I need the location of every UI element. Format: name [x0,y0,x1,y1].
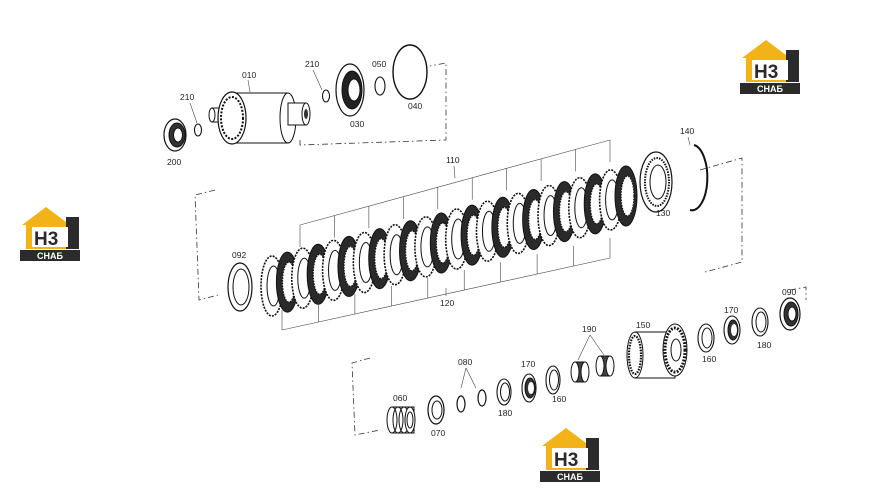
label-180-left: 180 [498,408,512,418]
spring-060[interactable] [386,406,416,434]
house-logo-icon: H3 СНАБ [740,40,800,94]
leader-lines [189,69,691,389]
label-170-left: 170 [521,359,535,369]
label-080: 080 [458,357,472,367]
bearing-200[interactable] [163,118,187,152]
label-160-left: 160 [552,394,566,404]
brand-logo-left: H3 СНАБ [18,203,82,263]
washer-160-left[interactable] [545,365,561,395]
label-200: 200 [167,157,181,167]
label-040: 040 [408,101,422,111]
label-210-right: 210 [305,59,319,69]
house-logo-icon: H3 СНАБ [20,207,80,261]
assembly-outlines [194,62,807,436]
logo-text: СНАБ [37,251,63,261]
label-180-right: 180 [757,340,771,350]
label-130: 130 [656,208,670,218]
washer-160-right[interactable] [697,323,715,353]
end-plate-092[interactable] [227,262,253,312]
logo-mark: H3 [554,450,578,471]
logo-text: СНАБ [757,84,783,94]
friction-disc[interactable] [614,165,638,227]
bearing-090[interactable] [779,297,801,331]
label-030: 030 [350,119,364,129]
snap-ring-210-left[interactable] [193,123,203,137]
label-110: 110 [446,155,460,165]
seal-ring-040[interactable] [392,44,428,100]
snap-rings-080[interactable] [456,389,487,413]
clutch-disc-pack [260,165,638,317]
label-160-right: 160 [702,354,716,364]
snap-ring-210-right[interactable] [321,89,331,103]
part-labels: 010 210 210 200 050 030 040 110 120 092 … [167,59,796,438]
label-120: 120 [440,298,454,308]
brand-logo-bottom: H3 СНАБ [538,424,602,484]
piston-030[interactable] [335,63,365,117]
seal-ring-050[interactable] [374,76,386,96]
label-210-left: 210 [180,92,194,102]
needle-bearings-190[interactable] [570,355,615,383]
label-170-right: 170 [724,305,738,315]
logo-text: СНАБ [557,472,583,482]
label-092: 092 [232,250,246,260]
logo-mark: H3 [754,62,778,83]
washer-180-left[interactable] [496,378,512,406]
label-140: 140 [680,126,694,136]
label-070: 070 [431,428,445,438]
label-090: 090 [782,287,796,297]
washer-170-left[interactable] [521,373,537,403]
house-logo-icon: H3 СНАБ [540,428,600,482]
label-060: 060 [393,393,407,403]
label-050: 050 [372,59,386,69]
washer-180-right[interactable] [751,307,769,337]
label-010: 010 [242,70,256,80]
brand-logo-top-right: H3 СНАБ [738,36,802,96]
snap-ring-140[interactable] [689,144,709,212]
washer-070[interactable] [427,395,445,425]
label-190: 190 [582,324,596,334]
shaft-010[interactable] [208,91,311,145]
gear-150[interactable] [626,323,688,379]
label-150: 150 [636,320,650,330]
end-plate-130[interactable] [639,151,673,213]
logo-mark: H3 [34,229,58,250]
washer-170-right[interactable] [723,315,741,345]
